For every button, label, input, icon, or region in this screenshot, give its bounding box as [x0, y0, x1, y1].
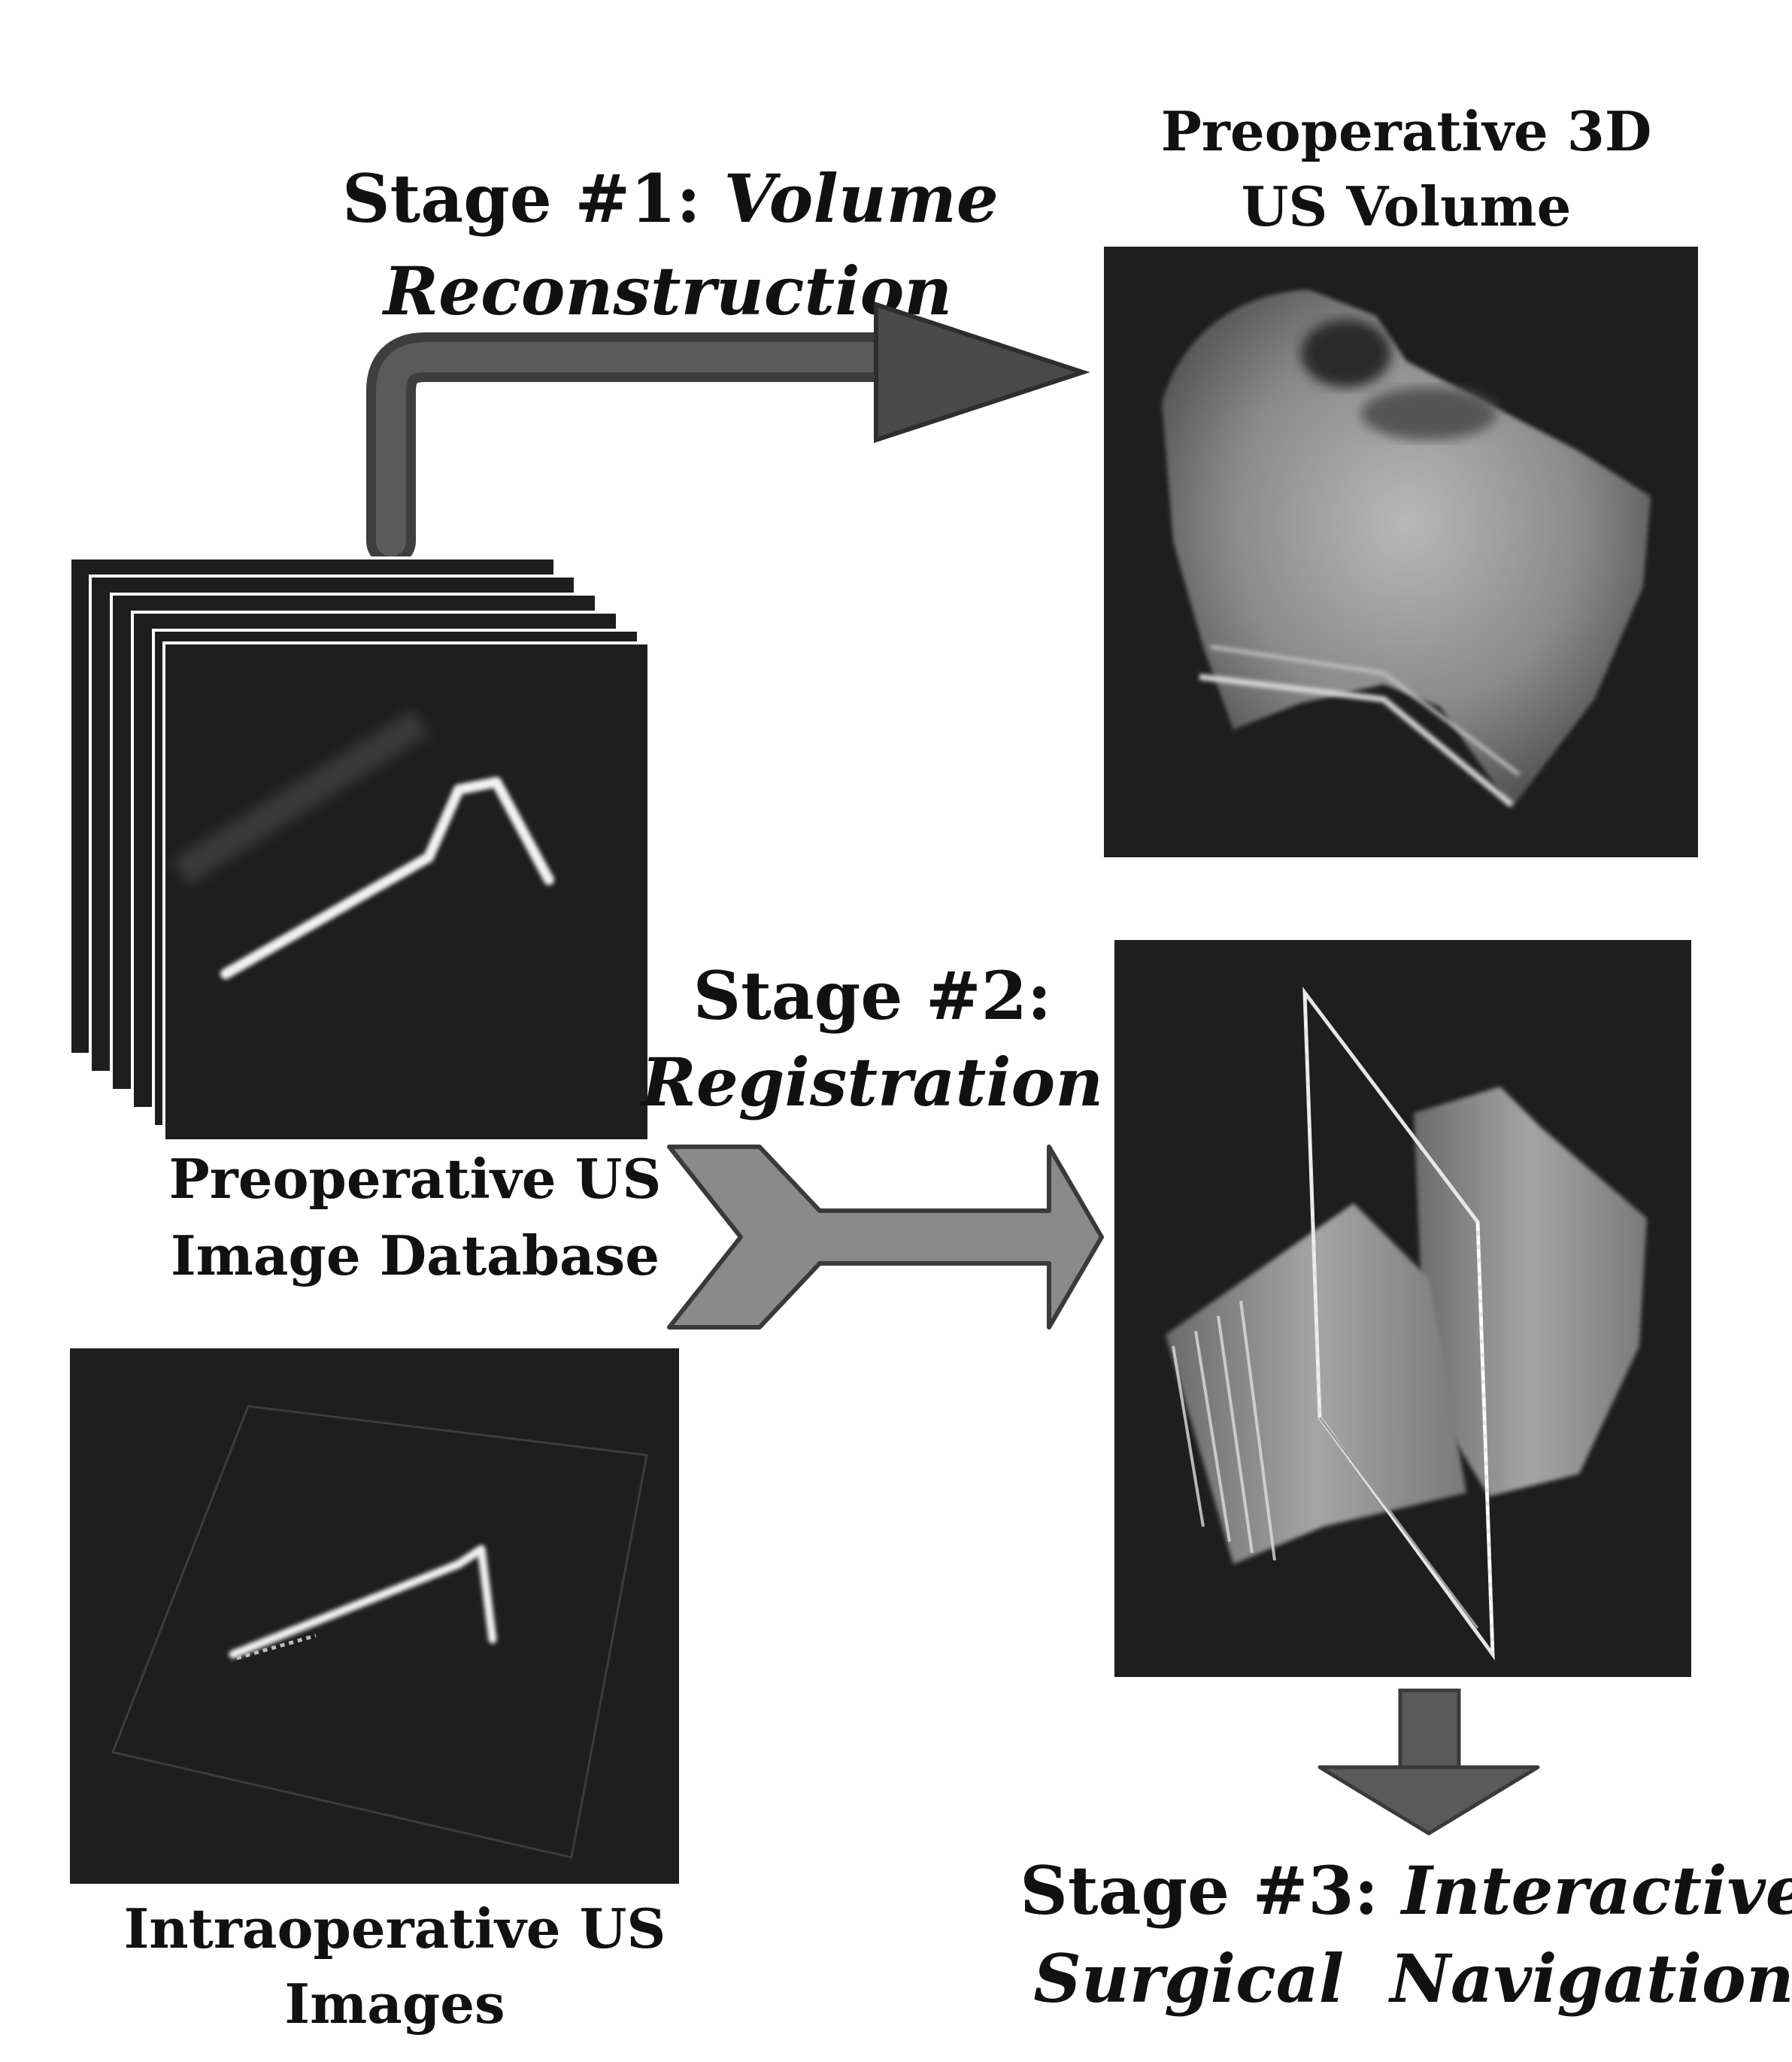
preop-image-stack [68, 556, 650, 1142]
stage1-arrow [366, 301, 1090, 566]
intraop-label-line2: Images [284, 1972, 505, 2036]
intraop-image [70, 1348, 679, 1884]
stage3-name-line1: Interactive [1399, 1851, 1792, 1930]
stage2-name: Registration [639, 1043, 1103, 1121]
stage3-name-line2: Surgical Navigation [1033, 1939, 1792, 2018]
stage3-label: Stage #3: Interactive [1020, 1851, 1792, 1930]
preop-database-label-line2: Image Database [171, 1224, 659, 1287]
intraop-label-line1: Intraoperative US [124, 1897, 666, 1960]
stage2-prefix: Stage #2: [693, 957, 1052, 1035]
stage1-name-line2: Reconstruction [381, 252, 952, 330]
stage2-arrow [667, 1145, 1104, 1330]
navigation-image [1114, 940, 1691, 1677]
preop-database-label-line1: Preoperative US [169, 1147, 662, 1211]
stage1-label: Stage #1: Volume [342, 159, 999, 238]
preop-volume-label-line2: US Volume [1242, 174, 1572, 238]
stage1-prefix: Stage #1: [342, 159, 723, 238]
stage1-name-line1: Volume [723, 159, 998, 238]
preop-volume-image [1104, 247, 1698, 857]
stage3-prefix: Stage #3: [1020, 1851, 1401, 1930]
preop-volume-label-line1: Preoperative 3D [1161, 99, 1652, 163]
stage3-arrow [1317, 1688, 1540, 1836]
